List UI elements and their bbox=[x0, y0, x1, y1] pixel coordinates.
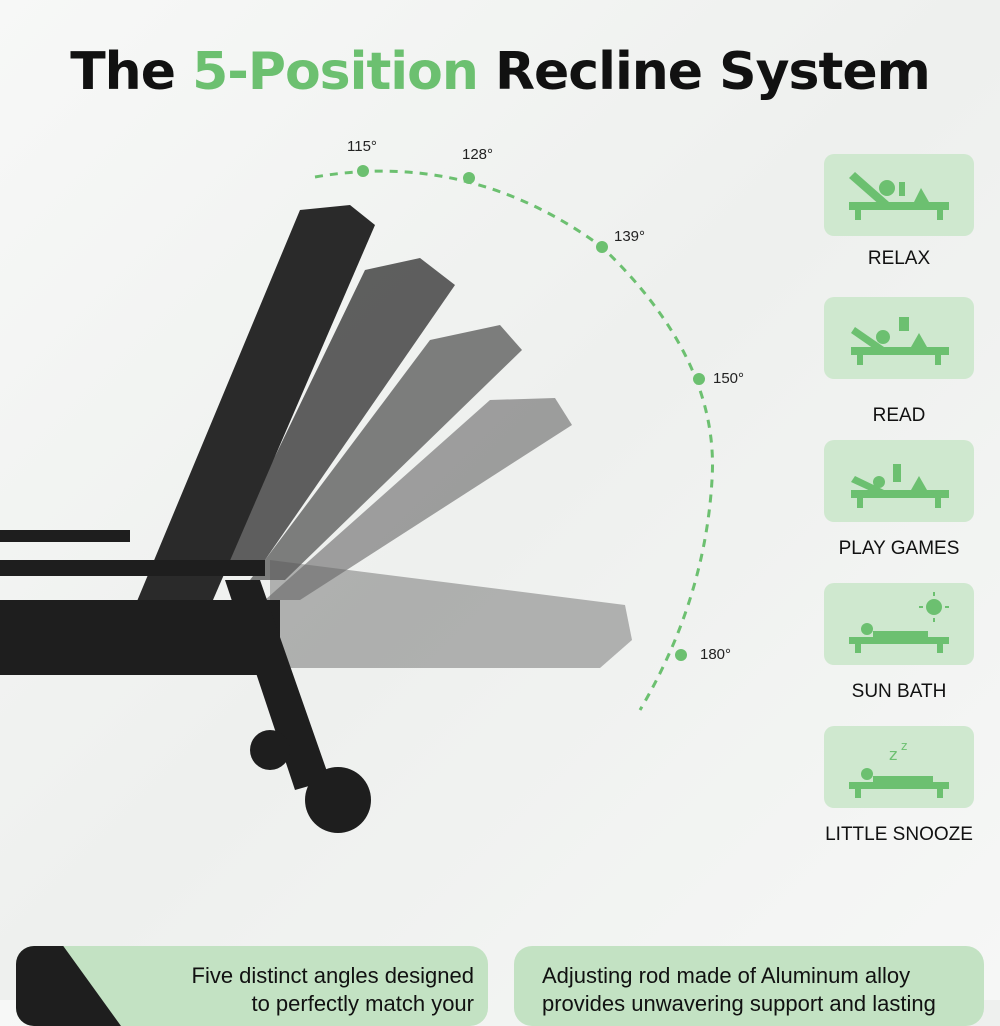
sun-bath-icon bbox=[824, 583, 974, 665]
angle-label-128: 128° bbox=[462, 146, 494, 163]
mode-play-games: PLAY GAMES bbox=[824, 440, 974, 560]
angle-label-180: 180° bbox=[700, 646, 732, 663]
card-line: Adjusting rod made of Aluminum alloy bbox=[542, 963, 911, 988]
angle-label-139: 139° bbox=[614, 228, 646, 245]
mode-read: READ bbox=[824, 297, 974, 427]
chair-backrest-positions bbox=[125, 205, 632, 668]
mode-label: RELAX bbox=[867, 248, 931, 269]
mode-label: PLAY GAMES bbox=[838, 538, 960, 559]
angle-dots bbox=[357, 165, 705, 661]
mode-label: READ bbox=[872, 405, 926, 426]
svg-text:z: z bbox=[889, 745, 897, 764]
feature-card-angles: Five distinct angles designed to perfect… bbox=[16, 946, 488, 1026]
chair-frame bbox=[0, 530, 371, 833]
recline-arc bbox=[314, 169, 715, 711]
title-highlight: 5-Position bbox=[192, 42, 479, 102]
angle-label-150: 150° bbox=[713, 370, 745, 387]
feature-card-rod: Adjusting rod made of Aluminum alloy pro… bbox=[514, 946, 984, 1026]
mode-label: LITTLE SNOOZE bbox=[825, 824, 973, 845]
page-title: The 5-Position Recline System bbox=[0, 42, 1000, 102]
relax-icon bbox=[824, 154, 974, 236]
card-text: Adjusting rod made of Aluminum alloy pro… bbox=[542, 962, 936, 1018]
card-line: to perfectly match your bbox=[251, 991, 474, 1016]
mode-label: SUN BATH bbox=[851, 681, 947, 702]
mode-relax: RELAX bbox=[824, 154, 974, 270]
angle-label-115: 115° bbox=[347, 138, 377, 155]
mode-sun-bath: SUN BATH bbox=[824, 583, 974, 703]
recline-illustration bbox=[0, 165, 715, 833]
svg-text:z: z bbox=[901, 739, 907, 753]
read-icon bbox=[824, 297, 974, 379]
chair-thumbnail bbox=[16, 946, 121, 1026]
card-line: Five distinct angles designed bbox=[191, 963, 475, 988]
play-games-icon bbox=[824, 440, 974, 522]
title-prefix: The bbox=[70, 42, 193, 102]
card-text: Five distinct angles designed to perfect… bbox=[192, 962, 475, 1018]
title-suffix: Recline System bbox=[477, 42, 931, 102]
card-line: provides unwavering support and lasting bbox=[542, 991, 936, 1016]
